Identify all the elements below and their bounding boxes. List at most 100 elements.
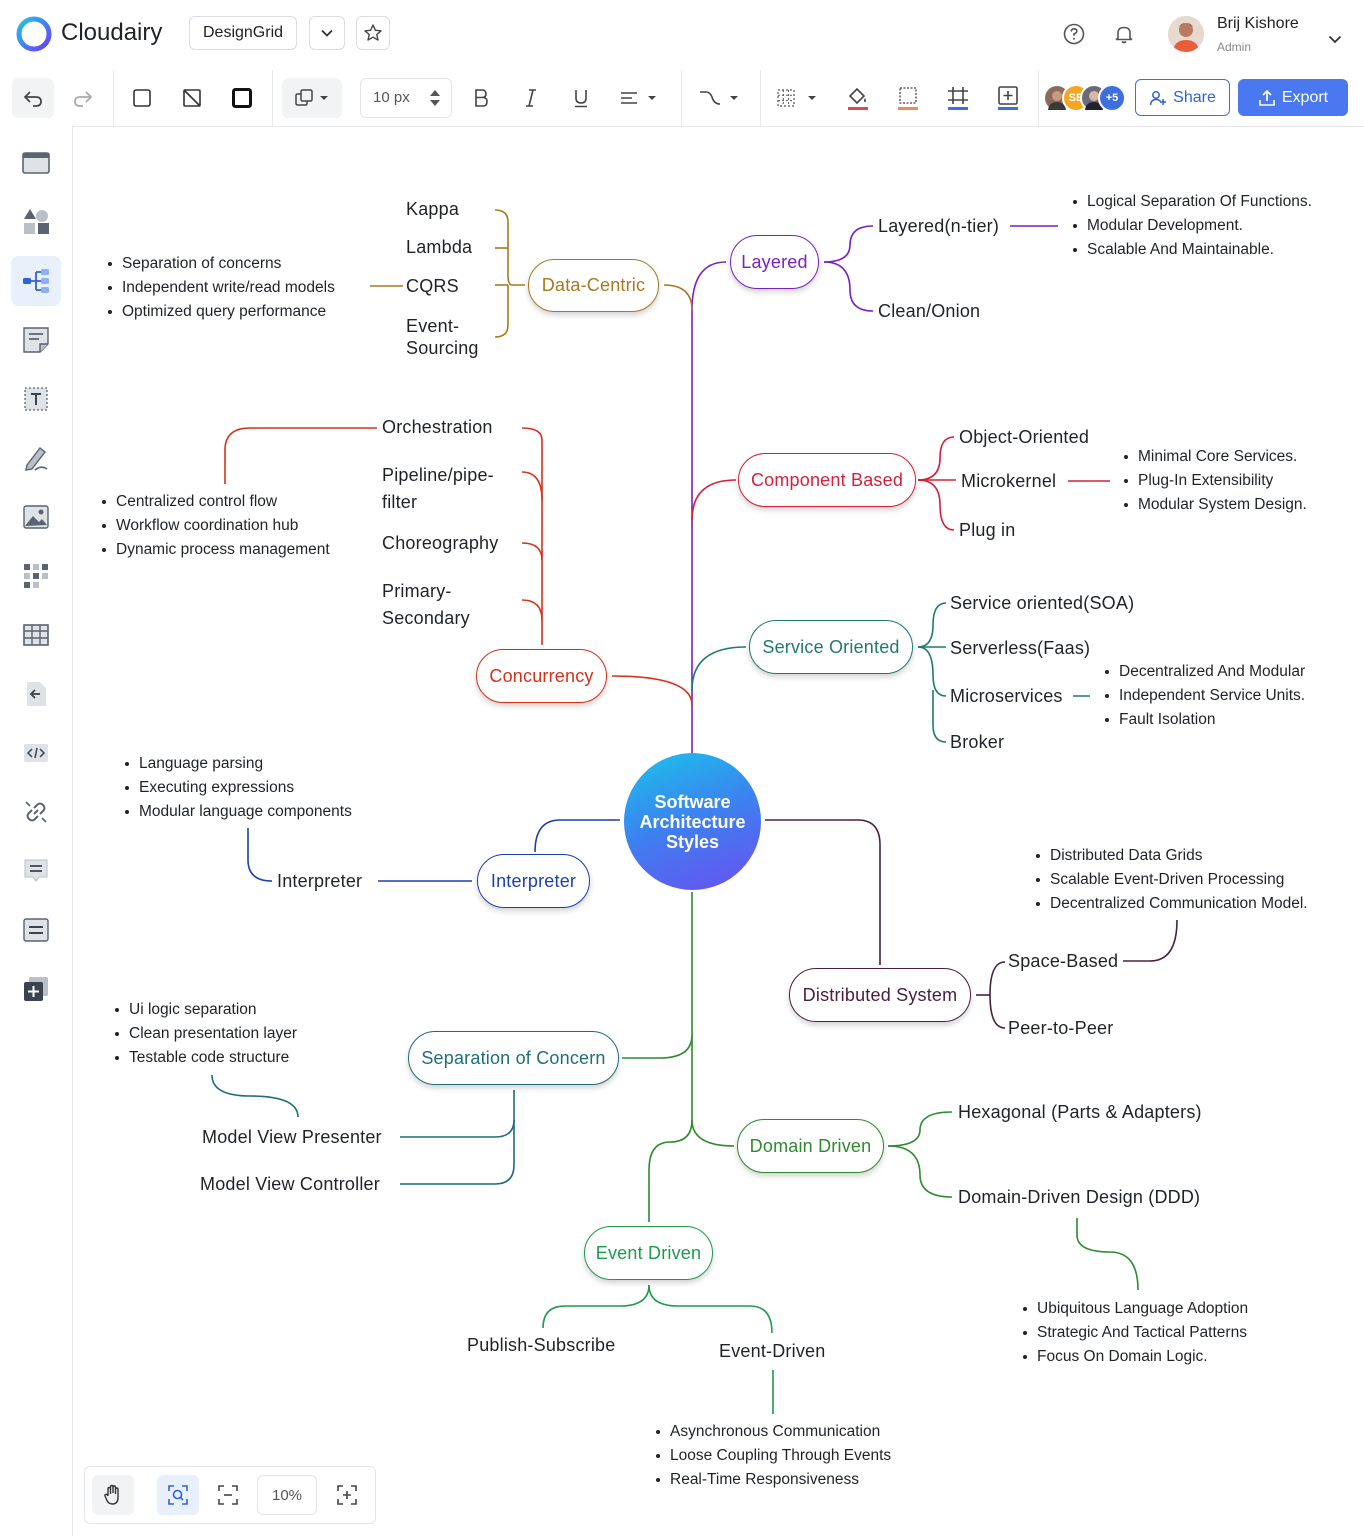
import-tool[interactable] (11, 669, 61, 719)
node-domain-driven[interactable]: Domain Driven (737, 1119, 884, 1173)
import-icon (27, 682, 46, 706)
fit-screen-button[interactable] (157, 1475, 199, 1515)
note-item: Focus On Domain Logic. (1021, 1345, 1248, 1369)
no-fill-button[interactable] (172, 78, 212, 118)
node-service-oriented[interactable]: Service Oriented (749, 620, 913, 674)
leaf-mvp[interactable]: Model View Presenter (202, 1127, 382, 1147)
zoom-out-button[interactable] (207, 1475, 249, 1515)
align-button[interactable] (612, 78, 668, 118)
stepper-icon[interactable] (429, 88, 441, 108)
share-button[interactable]: Share (1135, 79, 1230, 116)
leaf-hexagonal[interactable]: Hexagonal (Parts & Adapters) (958, 1102, 1202, 1122)
leaf-broker[interactable]: Broker (950, 732, 1005, 752)
favorite-button[interactable] (356, 16, 390, 50)
leaf-primary-secondary[interactable]: Primary-Secondary (382, 581, 470, 628)
leaf-publish-subscribe[interactable]: Publish-Subscribe (467, 1335, 616, 1355)
export-button[interactable]: Export (1238, 79, 1348, 116)
shapes-tool[interactable] (11, 197, 61, 247)
node-layered[interactable]: Layered (730, 235, 819, 289)
note-item: Centralized control flow (100, 490, 330, 514)
node-component-based[interactable]: Component Based (738, 453, 916, 507)
leaf-interpreter[interactable]: Interpreter (277, 871, 363, 891)
font-size-value: 10 px (373, 89, 410, 106)
border-color-button[interactable] (888, 78, 928, 118)
leaf-mvc[interactable]: Model View Controller (200, 1174, 380, 1194)
notifications-button[interactable] (1112, 22, 1136, 46)
notes-domain: Ubiquitous Language Adoption Strategic A… (1021, 1297, 1248, 1369)
document-menu-button[interactable] (309, 16, 345, 50)
font-size-field[interactable]: 10 px (360, 78, 452, 118)
logo-icon[interactable] (16, 16, 52, 52)
zoom-level[interactable]: 10% (257, 1475, 317, 1515)
sticky-note-tool[interactable] (11, 315, 61, 365)
user-menu-button[interactable] (1326, 30, 1344, 48)
italic-button[interactable] (512, 78, 550, 118)
leaf-microservices[interactable]: Microservices (950, 686, 1063, 706)
node-concurrency[interactable]: Concurrency (476, 649, 607, 703)
leaf-plug-in[interactable]: Plug in (959, 520, 1016, 540)
leaf-soa[interactable]: Service oriented(SOA) (950, 593, 1135, 613)
link-tool[interactable] (11, 787, 61, 837)
border-style-button[interactable] (222, 78, 262, 118)
note-item: Executing expressions (123, 776, 352, 800)
components-tool[interactable] (11, 551, 61, 601)
pan-button[interactable] (92, 1475, 134, 1515)
node-distributed-system[interactable]: Distributed System (789, 968, 971, 1022)
arrange-button[interactable] (282, 78, 342, 118)
frame-tool[interactable] (11, 138, 61, 188)
undo-button[interactable] (12, 78, 54, 118)
image-tool[interactable] (11, 492, 61, 542)
node-event-driven[interactable]: Event Driven (584, 1226, 713, 1280)
notes-layered: Logical Separation Of Functions. Modular… (1071, 190, 1312, 262)
fill-color-button[interactable] (838, 78, 878, 118)
leaf-lambda[interactable]: Lambda (406, 237, 473, 257)
add-box-button[interactable] (988, 78, 1028, 118)
comment-tool[interactable] (11, 846, 61, 896)
sticky-note-icon (23, 327, 49, 353)
more-collaborators-badge[interactable]: +5 (1098, 84, 1126, 112)
node-data-centric[interactable]: Data-Centric (528, 259, 659, 312)
connector-style-button[interactable] (692, 78, 748, 118)
mindmap-tool[interactable] (11, 256, 61, 306)
leaf-ddd[interactable]: Domain-Driven Design (DDD) (958, 1187, 1201, 1207)
leaf-event-driven[interactable]: Event-Driven (719, 1341, 826, 1361)
bold-button[interactable] (462, 78, 500, 118)
add-page-tool[interactable] (11, 964, 61, 1014)
node-separation-of-concern[interactable]: Separation of Concern (408, 1031, 619, 1085)
leaf-kappa[interactable]: Kappa (406, 199, 460, 219)
leaf-orchestration[interactable]: Orchestration (382, 417, 493, 437)
leaf-clean-onion[interactable]: Clean/Onion (878, 301, 981, 321)
leaf-object-oriented[interactable]: Object-Oriented (959, 427, 1090, 447)
avatar[interactable] (1168, 16, 1204, 52)
pattern-button[interactable] (770, 78, 826, 118)
text-tool[interactable] (11, 374, 61, 424)
leaf-event-sourcing[interactable]: Event-Sourcing (406, 316, 479, 358)
note-item: Distributed Data Grids (1034, 844, 1308, 868)
code-tool[interactable] (11, 728, 61, 778)
leaf-peer-to-peer[interactable]: Peer-to-Peer (1008, 1018, 1114, 1038)
underline-button[interactable] (562, 78, 600, 118)
table-tool[interactable] (11, 610, 61, 660)
chevron-down-icon (321, 29, 333, 37)
leaf-cqrs[interactable]: CQRS (406, 276, 459, 296)
redo-button[interactable] (62, 78, 104, 118)
note-item: Independent Service Units. (1103, 684, 1305, 708)
leaf-pipeline[interactable]: Pipeline/pipe-filter (382, 465, 494, 512)
leaf-space-based[interactable]: Space-Based (1008, 951, 1119, 971)
table-icon (23, 624, 49, 646)
leaf-serverless[interactable]: Serverless(Faas) (950, 638, 1091, 658)
shape-button[interactable] (122, 78, 162, 118)
central-topic[interactable]: Software Architecture Styles (624, 753, 761, 890)
image-icon (23, 505, 49, 529)
document-name[interactable]: DesignGrid (189, 16, 297, 50)
node-interpreter[interactable]: Interpreter (477, 854, 590, 908)
leaf-layered-n-tier[interactable]: Layered(n-tier) (878, 216, 1000, 236)
leaf-choreography[interactable]: Choreography (382, 533, 499, 553)
help-button[interactable] (1062, 22, 1086, 46)
chevron-down-icon (1328, 35, 1342, 44)
pen-tool[interactable] (11, 433, 61, 483)
list-tool[interactable] (11, 905, 61, 955)
zoom-in-button[interactable] (326, 1475, 368, 1515)
leaf-microkernel[interactable]: Microkernel (961, 471, 1057, 491)
frame-button[interactable] (938, 78, 978, 118)
